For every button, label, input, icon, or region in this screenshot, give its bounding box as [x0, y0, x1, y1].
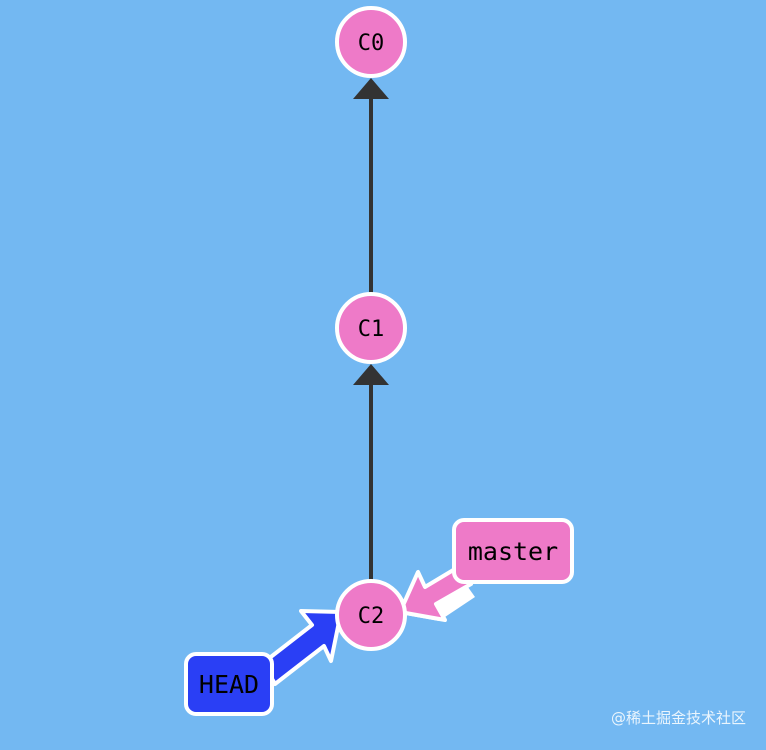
edge-c1-c0: [353, 78, 389, 296]
commit-c0-label: C0: [358, 31, 385, 56]
master-ref-label[interactable]: master: [452, 518, 574, 584]
commit-c0[interactable]: C0: [335, 6, 407, 78]
head-ref-arrow: [261, 609, 343, 686]
commit-c1[interactable]: C1: [335, 292, 407, 364]
watermark-text: @稀土掘金技术社区: [610, 709, 746, 727]
master-ref-text: master: [468, 537, 558, 566]
commit-c2-label: C2: [358, 604, 385, 629]
head-ref-label[interactable]: HEAD: [184, 652, 274, 716]
head-ref-text: HEAD: [199, 670, 259, 699]
master-ref-arrow: [398, 564, 475, 622]
commit-c2[interactable]: C2: [335, 579, 407, 651]
edge-c2-c1: [353, 364, 389, 582]
commit-c1-label: C1: [358, 317, 385, 342]
